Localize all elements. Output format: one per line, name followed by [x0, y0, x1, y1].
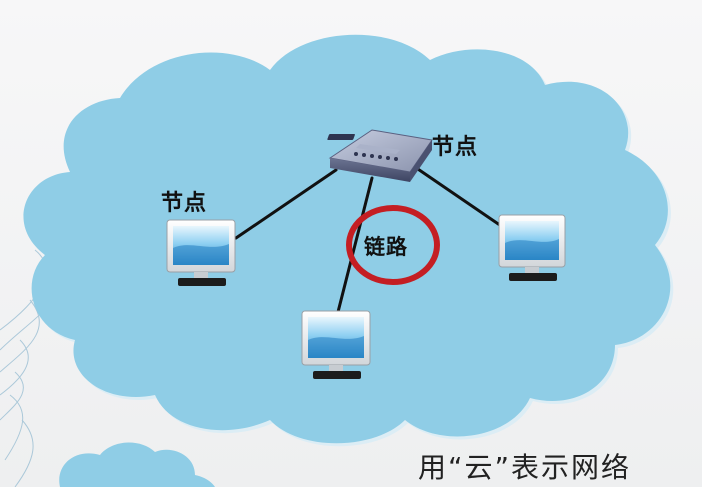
small-cloud [59, 442, 215, 487]
network-links [234, 163, 512, 314]
slide-caption: 用“云”表示网络 [418, 451, 632, 484]
link-router-right-pc [410, 163, 512, 234]
link-router-left-pc [234, 168, 338, 240]
monitor-right-icon [498, 214, 566, 281]
router-node-label: 节点 [432, 135, 479, 160]
left-node-label: 节点 [161, 191, 208, 216]
link-highlight-ring [346, 205, 440, 285]
link-label: 链路 [364, 235, 408, 259]
link-router-bottom-pc [336, 176, 374, 314]
monitor-bottom-icon [301, 310, 371, 379]
router-icon [327, 129, 433, 182]
monitor-left-icon [166, 219, 236, 286]
decorative-swirls [0, 249, 56, 487]
